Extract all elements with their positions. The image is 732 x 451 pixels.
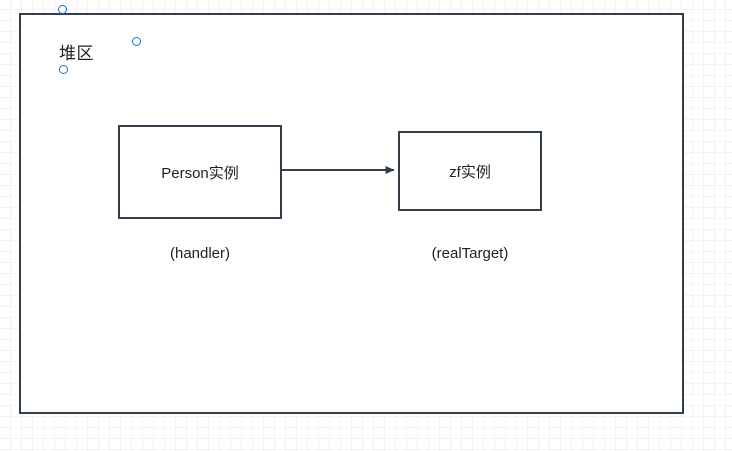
caption-real-target: (realTarget) <box>431 245 509 262</box>
connection-handle-right-icon[interactable] <box>132 37 141 46</box>
caption-handler: (handler) <box>169 245 231 262</box>
connection-handle-bottom-icon[interactable] <box>59 65 68 74</box>
heap-region-label: 堆区 <box>59 44 94 63</box>
connection-handle-top-icon[interactable] <box>58 5 67 14</box>
node-zf-instance-label: zf实例 <box>449 163 491 181</box>
node-person-instance[interactable]: Person实例 <box>118 125 282 219</box>
node-person-instance-label: Person实例 <box>161 164 239 182</box>
heap-region-box[interactable]: 堆区 Person实例 zf实例 (handler) (realTarget) <box>19 13 684 414</box>
node-zf-instance[interactable]: zf实例 <box>398 131 542 211</box>
connector-arrow-icon[interactable] <box>276 155 406 187</box>
